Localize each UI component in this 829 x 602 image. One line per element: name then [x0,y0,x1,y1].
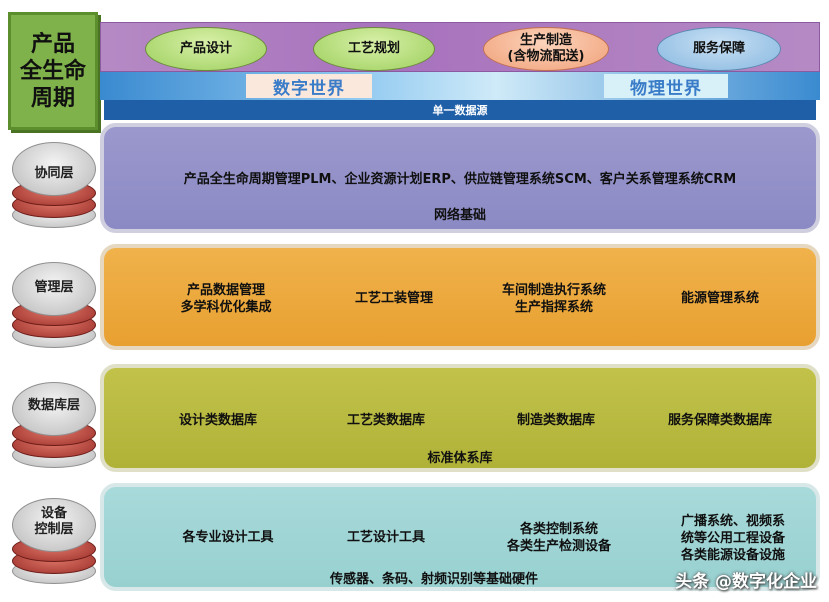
stage-product-design-label: 产品设计 [179,41,232,56]
mgmt-layer-panel: 产品数据管理 多学科优化集成 工艺工装管理 车间制造执行系统 生产指挥系统 能源… [100,244,820,350]
standard-library-text: 标准体系库 [427,451,493,466]
collab-layer-panel: 产品全生命周期管理PLM、企业资源计划ERP、供应链管理系统SCM、客户关系管理… [100,123,820,233]
disk-icon [12,498,96,552]
device-layer-panel: 各专业设计工具 工艺设计工具 各类控制系统 各类生产检测设备 广播系统、视频系 … [100,483,820,591]
lifecycle-title-box: 产品 全生命 周期 [8,12,98,130]
disk-icon [12,382,96,436]
db-item-process: 工艺类数据库 [346,413,425,428]
disk-icon [12,142,96,196]
db-layer-panel: 设计类数据库 工艺类数据库 制造类数据库 服务保障类数据库 标准体系库 [100,364,820,472]
device-item-process-tools: 工艺设计工具 [346,530,425,545]
title-line-1: 产品 [30,31,75,57]
title-line-3: 周期 [30,85,75,111]
collab-systems-text: 产品全生命周期管理PLM、企业资源计划ERP、供应链管理系统SCM、客户关系管理… [183,172,737,187]
mgmt-item-tooling: 工艺工装管理 [354,291,433,306]
stage-process-planning: 工艺规划 [313,27,435,71]
db-layer-stack: 数据库层 [6,376,102,476]
stage-product-design: 产品设计 [145,27,267,71]
stage-service: 服务保障 [657,27,781,71]
stage-manufacturing: 生产制造 (含物流配送) [483,27,609,71]
db-item-manufacturing: 制造类数据库 [516,413,595,428]
world-band: 数字世界 物理世界 [100,72,820,100]
device-item-utilities: 广播系统、视频系 统等公用工程设备 各类能源设备设施 [680,514,785,563]
db-item-design: 设计类数据库 [178,413,257,428]
digital-world-label: 数字世界 [246,74,372,99]
stage-process-planning-label: 工艺规划 [347,41,400,56]
disk-icon [12,262,96,316]
db-layer-label: 数据库层 [27,398,80,413]
mgmt-layer-label: 管理层 [34,280,74,295]
stage-manufacturing-label: 生产制造 (含物流配送) [507,33,585,64]
device-item-control-systems: 各类控制系统 各类生产检测设备 [506,522,611,554]
physical-world-label: 物理世界 [604,74,728,99]
device-layer-label: 设备 控制层 [34,506,74,537]
collab-layer-label: 协同层 [34,166,74,181]
title-line-2: 全生命 [19,58,86,84]
collab-layer-stack: 协同层 [6,136,102,236]
db-item-service: 服务保障类数据库 [667,413,772,428]
mgmt-layer-stack: 管理层 [6,256,102,356]
mgmt-item-pdm: 产品数据管理 多学科优化集成 [180,283,272,315]
lifecycle-stage-band: 产品设计 工艺规划 生产制造 (含物流配送) 服务保障 [100,22,820,72]
single-data-source-bar: 单一数据源 [104,100,816,120]
device-item-design-tools: 各专业设计工具 [182,530,274,545]
mgmt-item-mes: 车间制造执行系统 生产指挥系统 [501,283,606,315]
device-layer-stack: 设备 控制层 [6,492,102,592]
basic-hardware-text: 传感器、条码、射频识别等基础硬件 [329,572,538,587]
mgmt-item-energy: 能源管理系统 [680,291,759,306]
network-foundation-text: 网络基础 [433,208,486,223]
watermark: 头条 @数字化企业 [675,572,817,592]
stage-service-label: 服务保障 [692,41,745,56]
